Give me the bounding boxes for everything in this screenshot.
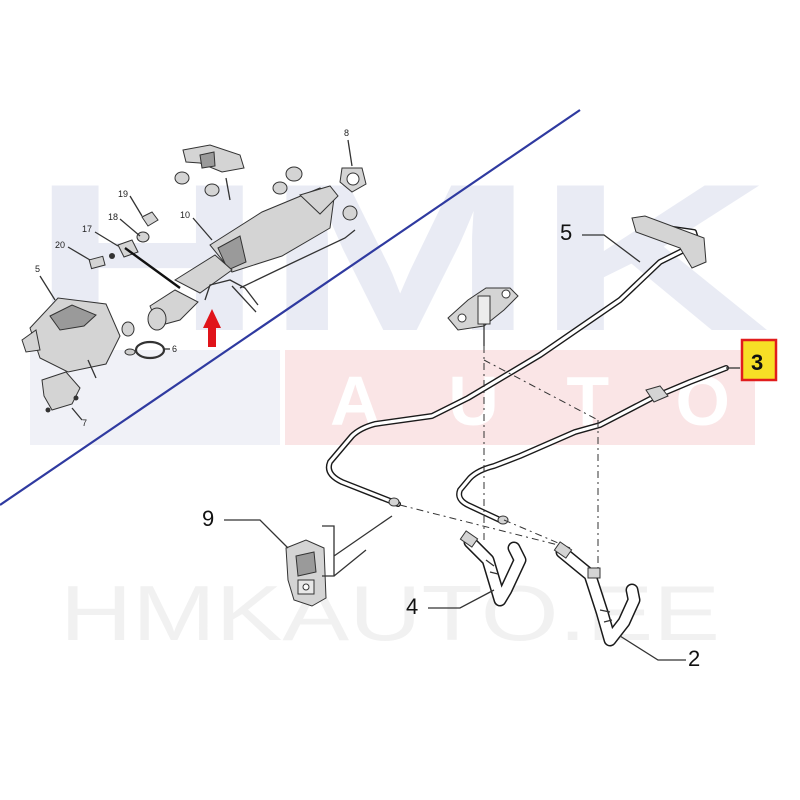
- exhaust-overview: 19 18 17 20 10 8 5 6 7: [21, 128, 367, 428]
- overview-label-19: 19: [118, 189, 128, 199]
- front-pipe: [121, 289, 199, 337]
- detail-view: 5 3 9 4 2: [202, 215, 778, 671]
- overview-label-5: 5: [35, 264, 40, 274]
- pipe-3: [456, 365, 729, 525]
- red-pointer-arrow: [203, 309, 221, 347]
- clamp-6: [124, 340, 166, 360]
- flange-end: [342, 205, 358, 221]
- pipe-5: [325, 215, 707, 507]
- detail-label-5: 5: [560, 220, 572, 245]
- diagonal-divider: [0, 109, 581, 506]
- detail-label-9: 9: [202, 506, 214, 531]
- hanger-rubber-1: [285, 166, 303, 182]
- highlight-label-3: 3: [740, 338, 778, 382]
- mounting-bracket: [447, 287, 519, 346]
- detail-label-2: 2: [688, 646, 700, 671]
- watermark: HMK AUTO HMKAUTO.EE: [30, 140, 770, 657]
- pressure-sensor-9: [285, 539, 327, 607]
- overview-label-7: 7: [82, 418, 87, 428]
- upper-bracket: [174, 144, 245, 201]
- detail-label-4: 4: [406, 594, 418, 619]
- dpf-body: [173, 185, 339, 294]
- catalyst-5: [21, 297, 121, 379]
- sensor-leader-line: [124, 247, 181, 289]
- alignment-lines: [399, 346, 599, 570]
- hanger-rubber-2: [272, 181, 288, 195]
- watermark-big-letters: HMK: [30, 140, 770, 375]
- overview-label-10: 10: [180, 210, 190, 220]
- overview-label-8: 8: [344, 128, 349, 138]
- sensor-bracket-lines: [322, 515, 393, 577]
- pressure-pipe-overview: [204, 229, 356, 306]
- hose-4: [459, 530, 527, 607]
- small-fittings: [88, 211, 159, 270]
- bracket-7: [41, 371, 81, 413]
- overview-label-20: 20: [55, 240, 65, 250]
- overview-label-6: 6: [172, 344, 177, 354]
- overview-label-18: 18: [108, 212, 118, 222]
- overview-label-17: 17: [82, 224, 92, 234]
- gasket-8: [339, 167, 367, 193]
- hose-2: [553, 541, 641, 647]
- detail-label-3: 3: [751, 350, 763, 375]
